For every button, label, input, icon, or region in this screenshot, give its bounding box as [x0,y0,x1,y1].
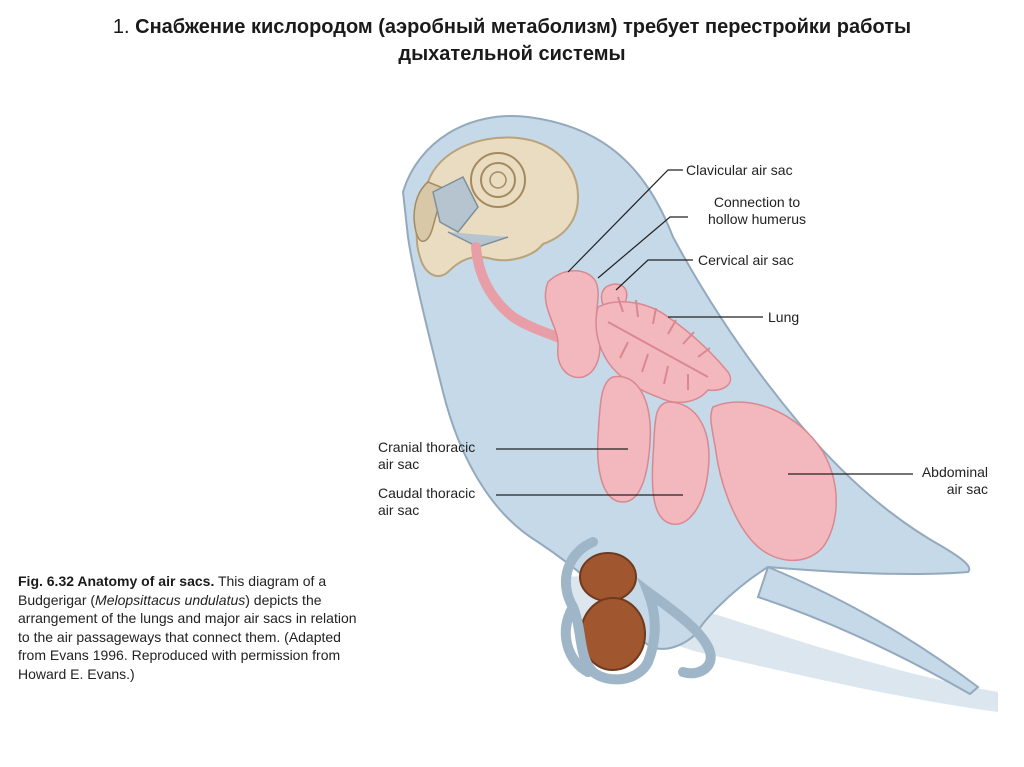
clavicular-air-sac [544,270,601,379]
title-line-1: 1. Снабжение кислородом (аэробный метабо… [0,14,1024,41]
title-line-2: дыхательной системы [398,43,626,65]
abdominal-air-sac [710,401,837,561]
label-cranial-thoracic-air-sac: Cranial thoracic air sac [378,439,476,472]
leader-lines [496,169,913,496]
slide-title: 1. Снабжение кислородом (аэробный метабо… [0,14,1024,68]
bird-foot [560,537,716,685]
leader-connection [597,216,688,279]
leader-clavicular [567,169,683,273]
trachea [471,242,573,347]
lung-branches [607,296,711,390]
caudal-thoracic-air-sac [651,401,710,525]
figure-caption: Fig. 6.32 Anatomy of air sacs. This diag… [18,572,363,683]
title-number: 1. [112,16,130,38]
bird-anatomy-diagram [401,115,998,712]
title-text-1: Снабжение кислородом (аэробный метаболиз… [135,16,912,38]
bird-tail [756,565,980,696]
cranial-thoracic-air-sac [596,375,652,503]
label-lung: Lung [768,309,800,325]
eye-ring [480,162,516,198]
caption-figure-title: Fig. 6.32 Anatomy of air sacs. [18,573,215,589]
caption-species-name: Melopsittacus undulatus [95,591,246,608]
eye-socket [470,152,526,208]
caption-text-1: This diagram of a Budgerigar ( [18,573,327,608]
label-cervical-air-sac: Cervical air sac [698,252,794,268]
eye-center [489,171,507,189]
perch-log-back [579,552,637,602]
label-abdominal-air-sac: Abdominal air sac [921,464,988,497]
leader-cervical [615,259,693,291]
figure-frame: Clavicular air sac Connection to hollow … [8,72,1016,734]
label-clavicular-air-sac: Clavicular air sac [686,162,793,178]
label-connection-hollow-humerus: Connection to hollow humerus [708,194,807,227]
caption-text-2: ) depicts the arrangement of the lungs a… [18,591,357,682]
perch-log-front [580,597,646,671]
label-caudal-thoracic-air-sac: Caudal thoracic air sac [378,485,476,518]
